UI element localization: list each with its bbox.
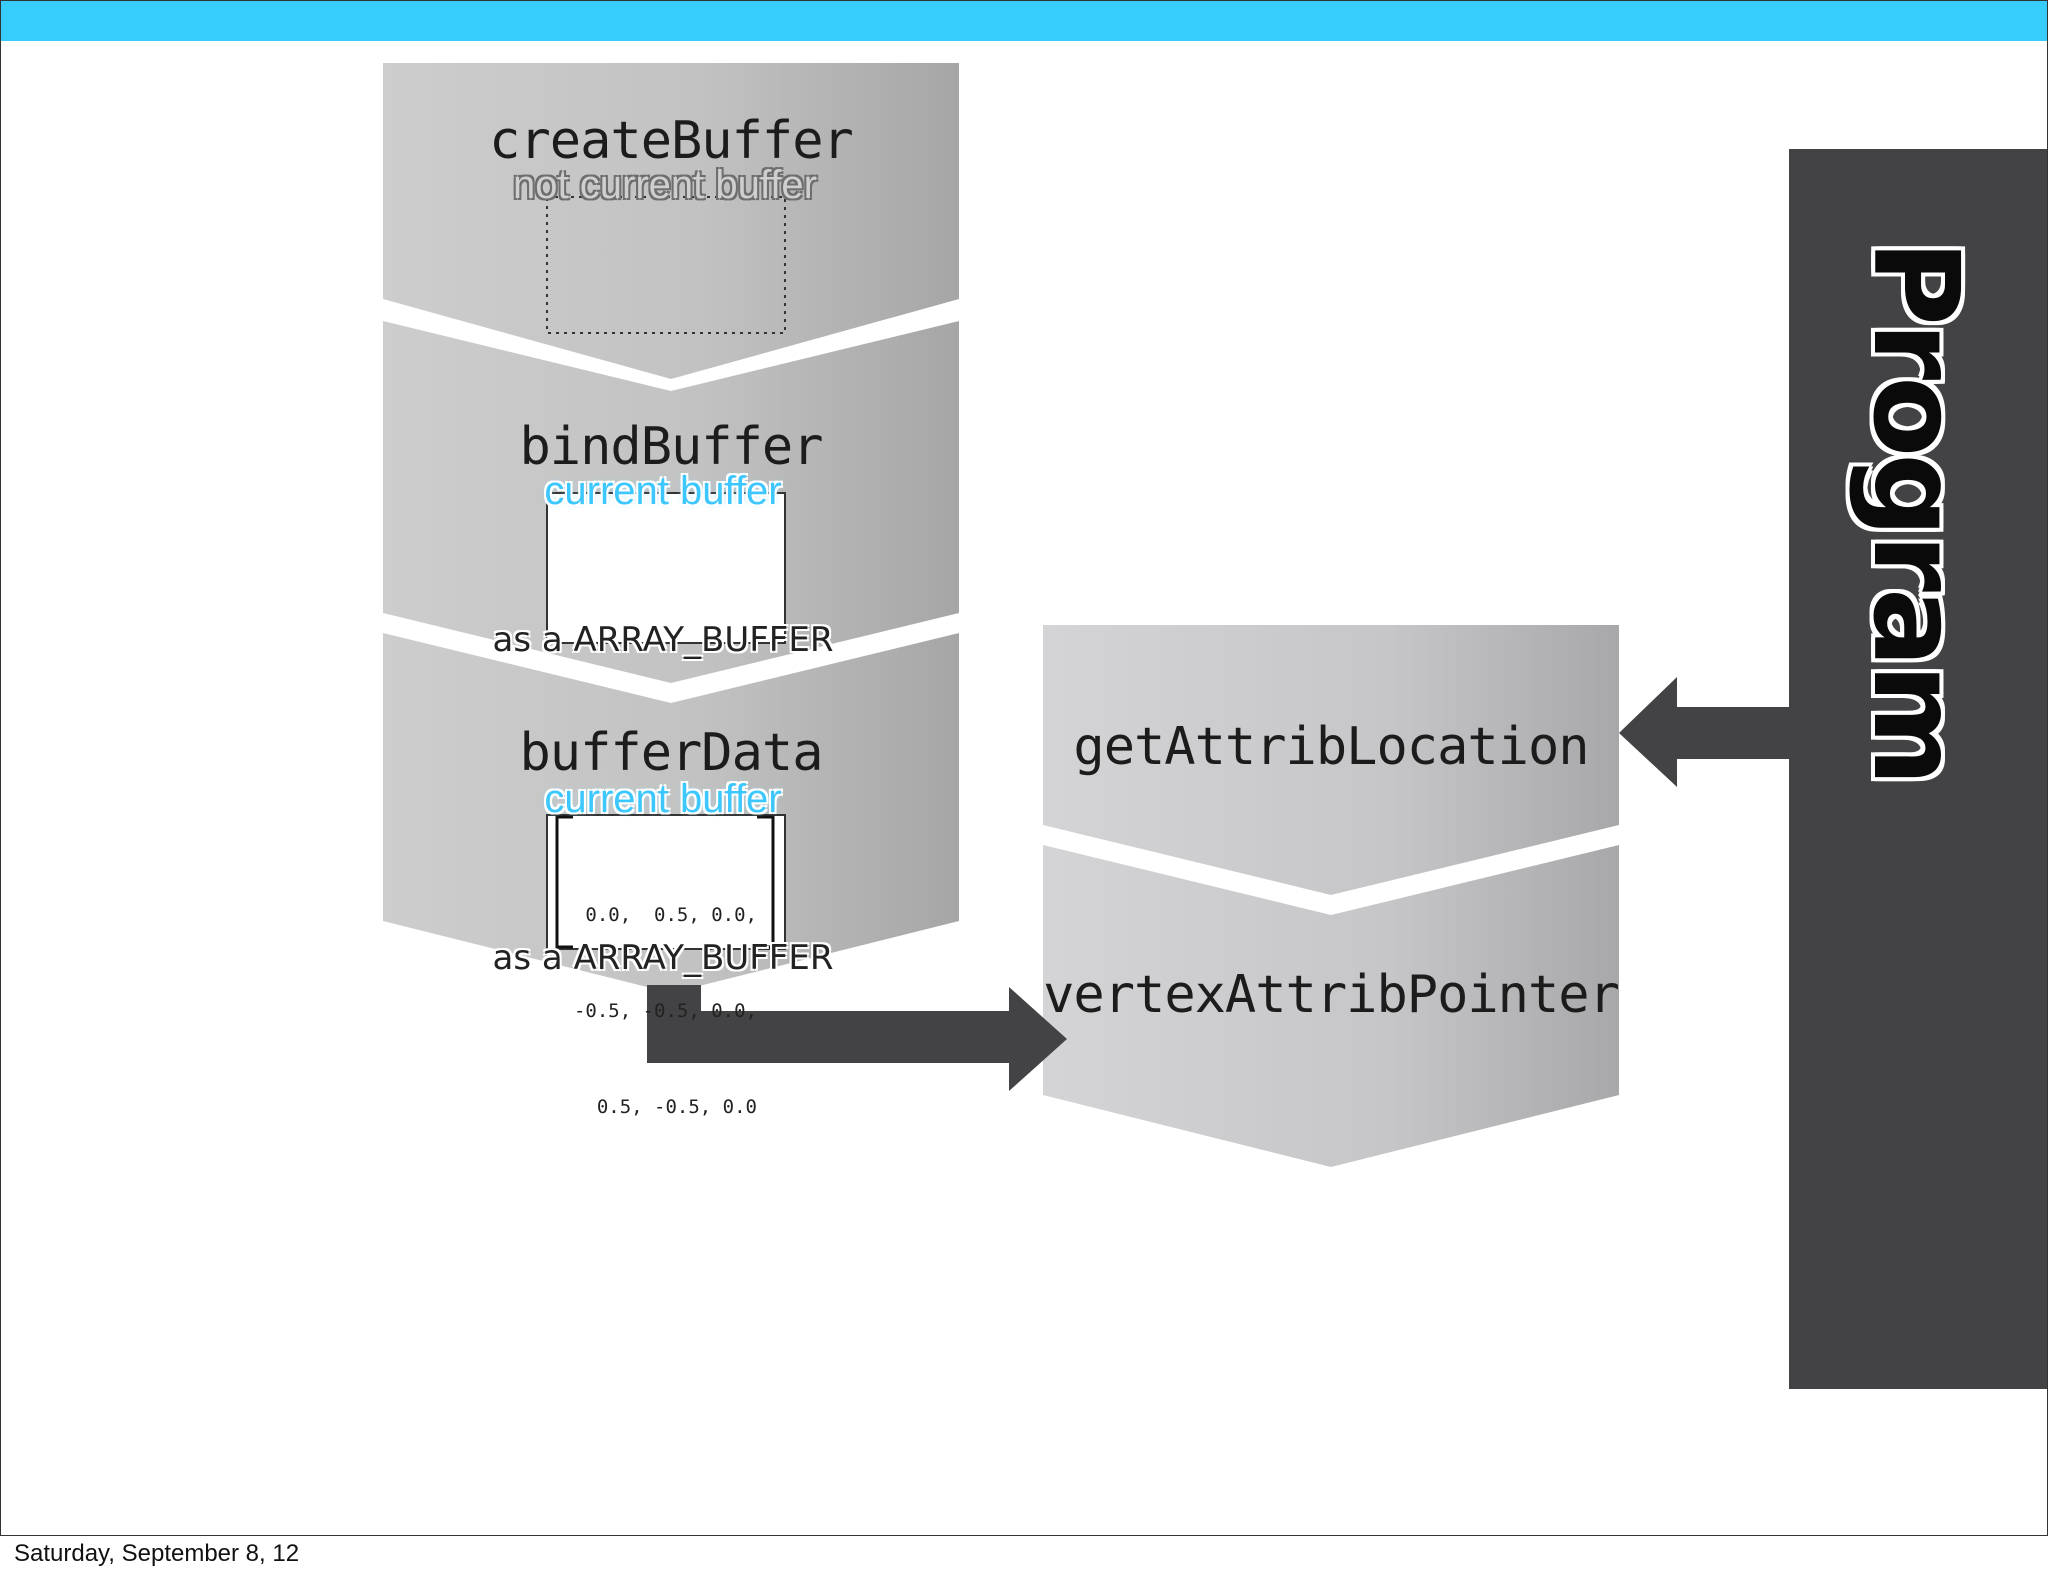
buffer-value-row: 0.0, 0.5, 0.0,	[585, 904, 757, 926]
create-buffer-title: createBuffer	[489, 111, 854, 171]
current-buffer-box	[546, 492, 786, 644]
buffer-data-chevron	[383, 633, 959, 993]
buffer-data-title: bufferData	[519, 723, 823, 783]
bind-buffer-state: current buffer	[544, 469, 782, 513]
data-buffer-box	[546, 814, 786, 950]
vertex-attrib-pointer-title: vertexAttribPointer	[1043, 965, 1620, 1025]
create-buffer-chevron	[383, 63, 959, 379]
get-attrib-location-title: getAttribLocation	[1073, 717, 1589, 777]
bind-buffer-title: bindBuffer	[519, 417, 823, 477]
create-buffer-state: not current buffer	[513, 163, 817, 207]
data-to-pointer-arrow	[647, 985, 1067, 1091]
buffer-data-as: as a ARRAY_BUFFER	[492, 938, 834, 978]
buffer-value-row: 0.5, -0.5, 0.0	[596, 1096, 757, 1118]
footer-date: Saturday, September 8, 12	[14, 1540, 300, 1567]
program-panel	[1789, 149, 2047, 1389]
buffer-data-values: 0.0, 0.5, 0.0, -0.5, -0.5, 0.0, 0.5, -0.…	[561, 835, 757, 1187]
bind-buffer-as: as a ARRAY_BUFFER	[492, 620, 834, 660]
bracket-left	[555, 815, 573, 949]
bracket-right	[757, 815, 775, 949]
buffer-data-state: current buffer	[544, 777, 782, 821]
diagram-shapes	[383, 63, 1791, 1167]
empty-buffer-box	[546, 196, 786, 334]
program-to-location-arrow	[1619, 677, 1791, 787]
program-label: Program	[1847, 239, 1985, 783]
buffer-value-row: -0.5, -0.5, 0.0,	[573, 1000, 757, 1022]
slide: createBuffer not current buffer bindBuff…	[0, 0, 2048, 1536]
vertex-attrib-pointer-chevron	[1043, 845, 1619, 1167]
top-bar	[1, 1, 2047, 41]
get-attrib-location-chevron	[1043, 625, 1619, 895]
